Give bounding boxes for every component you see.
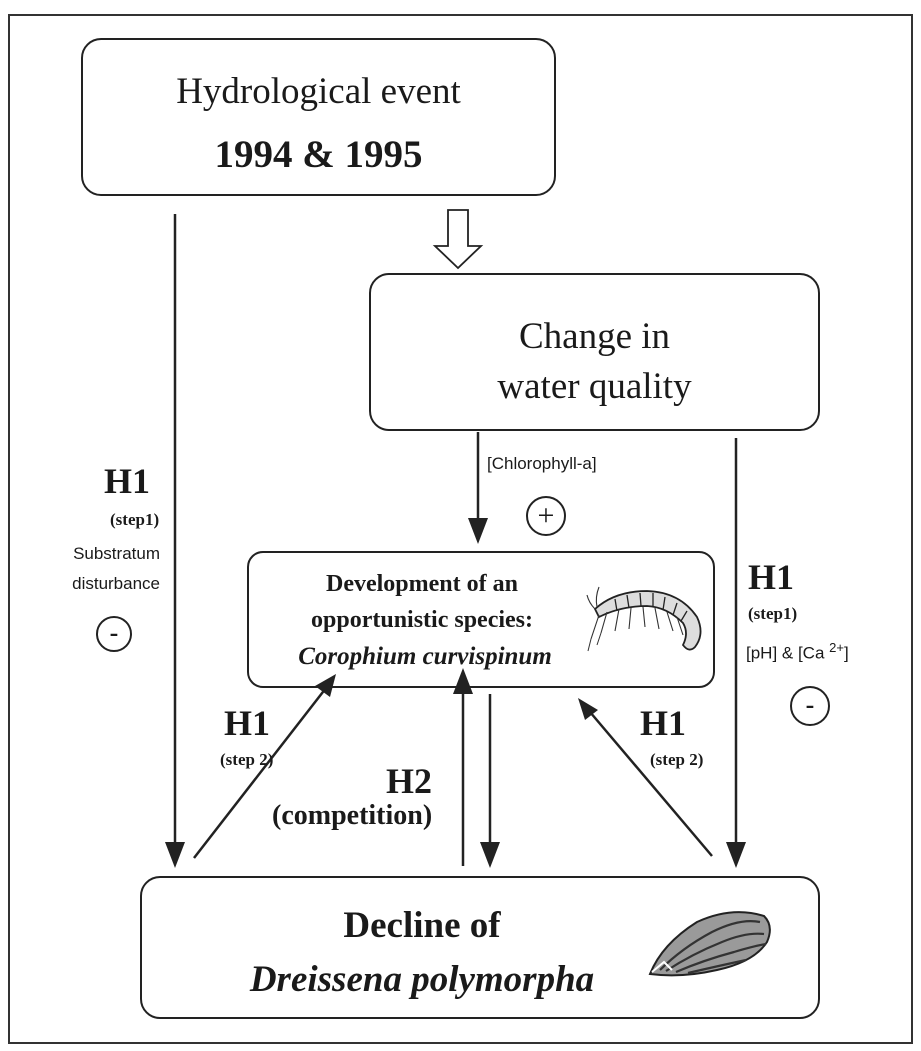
arrowhead-h1-step2-left [315,674,336,697]
ph-ca-superscript: 2+ [829,640,844,655]
chlorophyll-label: [Chlorophyll-a] [487,454,597,473]
corophium-line1: Development of an [326,571,518,597]
arrowhead-chlorophyll [468,518,488,544]
hydrological-event-years: 1994 & 1995 [214,133,423,176]
h2-label: H2 [386,761,433,801]
minus-circle-right [790,686,830,726]
h1-left-label: H1 [104,461,151,501]
minus-circle-left [96,616,132,652]
plus-sign: + [537,499,555,532]
water-quality-box: Change in water quality [369,273,820,431]
dreissena-line1: Decline of [343,905,501,946]
h1-step2-left-label: H1 [224,703,271,743]
hydrological-event-title: Hydrological event [176,71,461,112]
substratum-label-line2: disturbance [72,574,160,593]
arrowhead-left-down [165,842,185,868]
arrowhead-h2-up [453,668,473,694]
step2-left-label: (step 2) [220,750,274,769]
plus-circle [526,496,566,536]
h1-right-step-label: (step1) [748,604,798,623]
amphipod-illustration [586,586,702,652]
dreissena-species: Dreissena polymorpha [249,959,595,1000]
ph-ca-main: [pH] & [Ca [746,643,825,663]
ph-ca-close: ] [843,643,849,663]
minus-sign-left: - [109,618,119,647]
arrowhead-h2-down [480,842,500,868]
arrowhead-right-down [726,842,746,868]
substratum-label-line1: Substratum [73,544,160,563]
h1-right-label: H1 [748,557,795,597]
corophium-line2: opportunistic species: [311,607,533,633]
competition-label: (competition) [272,800,433,831]
corophium-box: Development of an opportunistic species:… [247,551,715,688]
mussel-illustration [648,911,771,977]
h1-step2-right-label: H1 [640,703,687,743]
arrowhead-h1-step2-right [578,698,598,720]
water-quality-line2: water quality [497,366,692,407]
dreissena-box: Decline of Dreissena polymorpha [140,876,820,1019]
h1-left-step-label: (step1) [110,510,160,529]
water-quality-line1: Change in [518,316,671,357]
corophium-species: Corophium curvispinum [298,643,552,670]
minus-sign-right: - [805,690,815,719]
ph-ca-label: [pH] & [Ca 2+] [746,640,849,664]
arrow-h1-step2-left [193,687,327,859]
arrow-h1-step2-right [589,711,713,857]
figure-frame [8,14,913,1044]
hollow-arrow-hydrological-to-water-quality [432,209,484,270]
step2-right-label: (step 2) [650,750,704,769]
hydrological-event-box: Hydrological event 1994 & 1995 [81,38,556,196]
